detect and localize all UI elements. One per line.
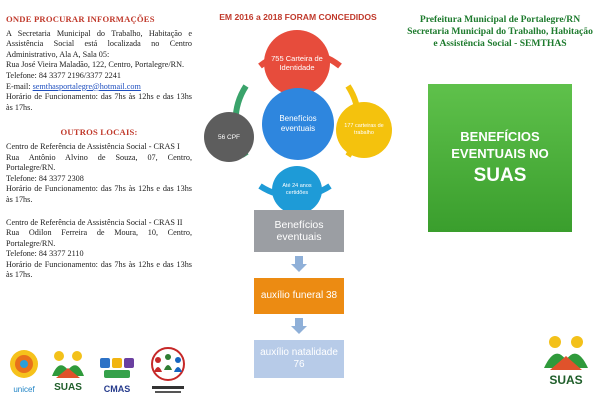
cmas-label: CMAS [104,384,131,394]
cras1-address: Rua Antônio Alvino de Souza, 07, Centro,… [6,152,192,173]
cycle-node-center: Benefícios eventuais [262,88,334,160]
middle-title: EM 2016 a 2018 FORAM CONCEDIDOS [219,12,377,22]
cras2-phone: Telefone: 84 3377 2110 [6,249,84,259]
cras2-name: Centro de Referência de Assistência Soci… [6,217,183,227]
people-logo [151,347,185,393]
cycle-node-cpf: 56 CPF [204,112,254,162]
suas-logo-right: SUAS [544,336,588,387]
banner-line2: EVENTUAIS NO [451,146,549,161]
email-link[interactable]: semthasportalegre@hotmail.com [32,81,141,91]
cras2-address: Rua Odilon Ferreira de Moura, 10, Centro… [6,228,192,248]
suas-label: SUAS [54,382,82,393]
secretaria-email-line: E-mail: semthasportalegre@hotmail.com [6,82,192,93]
cras2-info: Centro de Referência de Assistência Soci… [6,218,192,282]
arrow-down-icon [291,318,307,334]
cycle-node-identity: 755 Carteira de Identidade [264,30,330,96]
right-title: Prefeitura Municipal de Portalegre/RN Se… [404,14,596,50]
email-label: E-mail: [6,81,33,91]
flow-step-birth: auxílio natalidade 76 [254,340,344,378]
middle-column: EM 2016 a 2018 FORAM CONCEDIDOS 755 Cart… [200,12,396,412]
cras1-hours: Horário de Funcionamento: das 7hs às 12h… [6,184,192,204]
flow-step-funeral: auxílio funeral 38 [254,278,344,314]
cycle-node-certificates: Até 24 anos certidões [272,166,322,214]
secretaria-address: Rua José Vieira Maladão, 122, Centro, Po… [6,60,185,70]
left-column: ONDE PROCURAR INFORMAÇÕES A Secretaria M… [6,14,192,281]
cycle-diagram: 755 Carteira de Identidade Benefícios ev… [200,26,396,214]
suas-logo: SUAS [52,351,84,393]
secretaria-description: A Secretaria Municipal do Trabalho, Habi… [6,28,192,59]
unicef-label: unicef [13,385,35,394]
suas-benefits-banner: BENEFÍCIOS EVENTUAIS NO SUAS [428,84,572,232]
cras1-name: Centro de Referência de Assistência Soci… [6,141,180,151]
left-logos: unicef SUAS CMAS [6,340,192,398]
right-title-line1: Prefeitura Municipal de Portalegre/RN [419,14,581,25]
right-title-line2: Secretaria Municipal do Trabalho, Habita… [407,26,593,37]
cras1-phone: Telefone: 84 3377 2308 [6,173,84,183]
suas-right-label: SUAS [549,373,582,387]
banner-line3: SUAS [473,165,527,186]
where-heading: ONDE PROCURAR INFORMAÇÕES [6,14,155,24]
secretaria-hours: Horário de Funcionamento: das 7hs às 12h… [6,92,192,112]
right-title-line3: e Assistência Social - SEMTHAS [433,38,567,49]
banner-line1: BENEFÍCIOS [460,129,540,144]
cmas-logo: CMAS [100,358,134,394]
cras2-hours: Horário de Funcionamento: das 7hs às 12h… [6,259,192,280]
cycle-node-work-card: 177 carteiras de trabalho [336,102,392,158]
flow-step-benefits: Benefícios eventuais [254,210,344,252]
secretaria-info: A Secretaria Municipal do Trabalho, Habi… [6,29,192,114]
secretaria-phone: Telefone: 84 3377 2196/3377 2241 [6,70,121,80]
right-column: Prefeitura Municipal de Portalegre/RN Se… [404,14,596,387]
other-locations-heading: OUTROS LOCAIS: [60,127,138,138]
cras1-info: Centro de Referência de Assistência Soci… [6,142,192,206]
spacer [6,206,192,214]
arrow-down-icon [291,256,307,272]
unicef-seal-logo: unicef [10,350,38,394]
